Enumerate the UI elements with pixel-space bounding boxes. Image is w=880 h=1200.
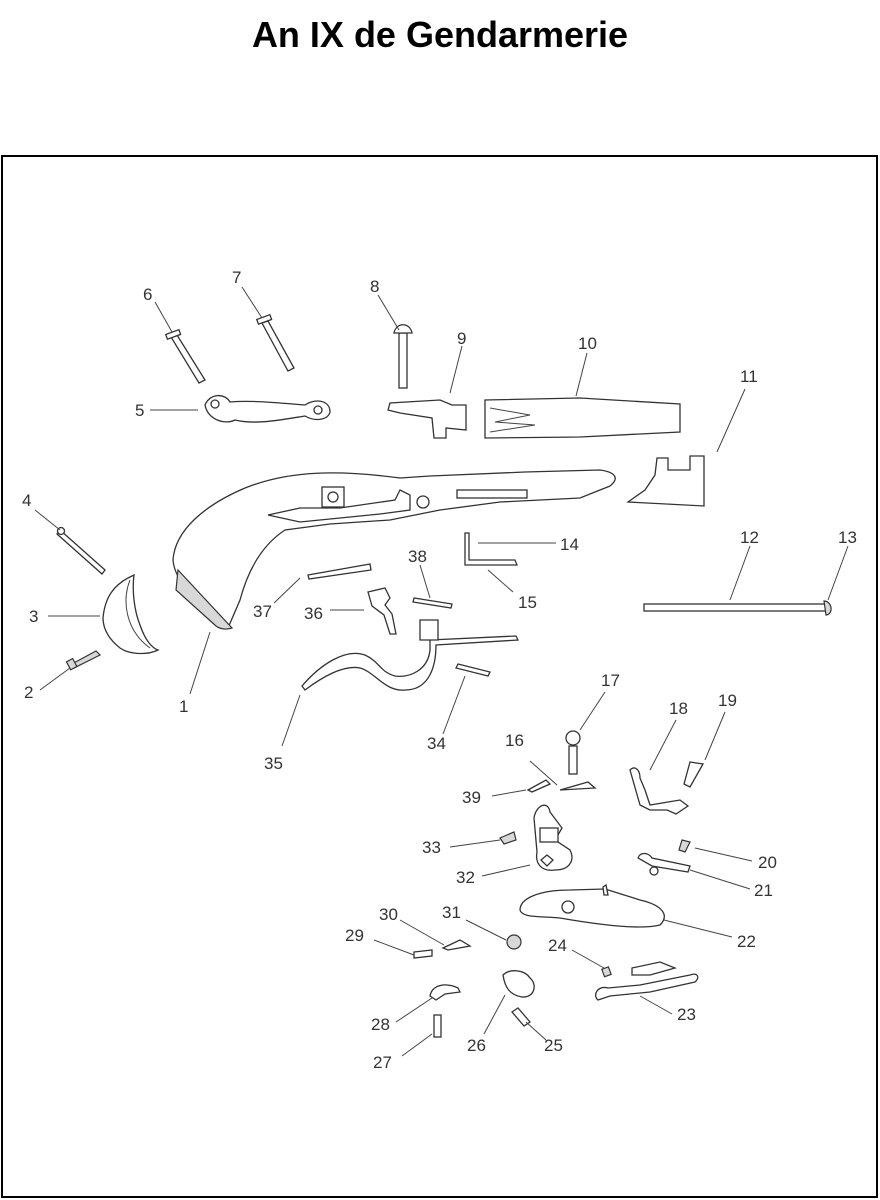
part-16-link <box>559 781 597 791</box>
callout-8: 8 <box>370 277 379 296</box>
part-23-mainspring <box>594 961 699 1001</box>
part-9-breech-plug <box>387 399 467 439</box>
leader-lines <box>34 286 849 1057</box>
callout-9: 9 <box>457 329 466 348</box>
part-3-butt-cap <box>102 573 160 655</box>
part-35-trigger-guard <box>301 619 520 691</box>
callout-37: 37 <box>253 602 272 621</box>
part-13-ramrod-tip <box>823 600 832 616</box>
callout-29: 29 <box>345 926 364 945</box>
part-30-spring <box>441 939 472 951</box>
part-10-barrel <box>484 397 681 439</box>
part-2-wood-screw <box>65 650 102 671</box>
part-17-screw <box>565 730 581 775</box>
callout-14: 14 <box>560 535 579 554</box>
callout-19: 19 <box>718 691 737 710</box>
callout-22: 22 <box>737 932 756 951</box>
callout-39: 39 <box>462 788 481 807</box>
part-34-pin <box>455 663 491 677</box>
callout-31: 31 <box>442 903 461 922</box>
callout-32: 32 <box>456 868 475 887</box>
part-28-sear <box>429 984 461 1001</box>
callout-1: 1 <box>179 697 188 716</box>
callout-12: 12 <box>740 528 759 547</box>
callout-7: 7 <box>232 268 241 287</box>
callout-labels: 1 2 3 4 5 6 7 8 9 10 11 12 13 14 15 16 1… <box>22 268 857 1072</box>
callout-10: 10 <box>578 334 597 353</box>
callout-5: 5 <box>135 401 144 420</box>
part-21-spring <box>637 852 691 876</box>
callout-11: 11 <box>740 367 758 386</box>
callout-24: 24 <box>548 936 567 955</box>
part-5-side-plate <box>204 394 331 423</box>
part-22-lock-plate <box>519 883 665 928</box>
part-25-screw <box>511 1007 531 1027</box>
part-8-bolt <box>393 324 413 389</box>
part-29-screw <box>413 949 433 959</box>
callout-17: 17 <box>601 671 620 690</box>
page-title: An IX de Gendarmerie <box>251 14 629 55</box>
part-33-screw <box>499 831 517 845</box>
part-31-bridle <box>506 934 522 950</box>
part-1-stock <box>172 469 616 630</box>
callout-36: 36 <box>304 604 323 623</box>
part-32-hammer <box>533 804 573 871</box>
part-14-bracket <box>464 532 518 566</box>
callout-3: 3 <box>29 607 38 626</box>
callout-33: 33 <box>422 838 441 857</box>
callout-34: 34 <box>427 734 446 753</box>
callout-23: 23 <box>677 1005 696 1024</box>
part-36-trigger <box>367 587 397 635</box>
diagram-frame <box>1 155 878 1198</box>
callout-20: 20 <box>758 853 777 872</box>
callout-16: 16 <box>505 731 524 750</box>
callout-21: 21 <box>754 881 773 900</box>
part-37-pin <box>307 563 372 580</box>
callout-2: 2 <box>24 683 33 702</box>
part-27-screw <box>433 1014 442 1038</box>
part-38-pin <box>412 597 453 609</box>
part-26-tumbler <box>502 970 535 998</box>
callout-28: 28 <box>371 1015 390 1034</box>
part-6-side-screw <box>164 328 206 384</box>
part-4-pin <box>56 526 106 575</box>
part-18-frizzen <box>629 767 690 815</box>
callout-27: 27 <box>373 1053 392 1072</box>
part-19-screw <box>683 761 705 788</box>
callout-13: 13 <box>838 528 857 547</box>
callout-25: 25 <box>544 1036 563 1055</box>
callout-30: 30 <box>379 905 398 924</box>
part-24-pin <box>601 966 612 978</box>
part-11-breech-piece <box>626 455 705 507</box>
callout-18: 18 <box>669 699 688 718</box>
callout-6: 6 <box>143 285 152 304</box>
callout-4: 4 <box>22 491 31 510</box>
callout-35: 35 <box>264 754 283 773</box>
callout-38: 38 <box>408 547 427 566</box>
part-12-ramrod <box>643 603 828 612</box>
part-39-spring <box>526 779 552 793</box>
part-7-side-screw <box>255 313 295 372</box>
callout-15: 15 <box>518 593 537 612</box>
part-20-screw <box>678 839 691 853</box>
callout-26: 26 <box>467 1036 486 1055</box>
